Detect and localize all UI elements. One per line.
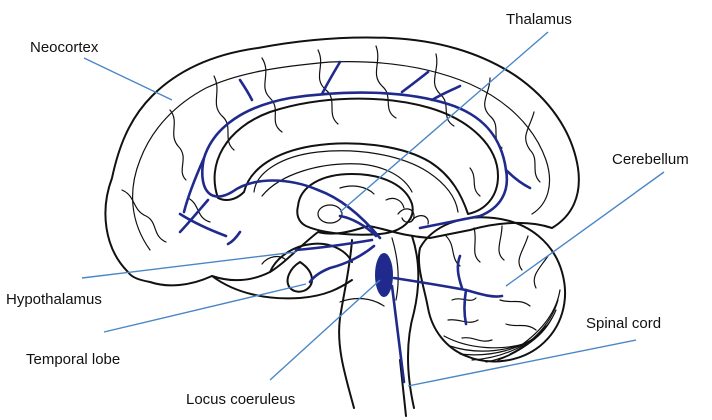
- thalamus-detail: [386, 198, 404, 208]
- pathway-arc-main: [202, 93, 507, 238]
- corpus-callosum: [215, 99, 498, 214]
- sulcus-line: [170, 110, 186, 180]
- pathway-cerebellum-upper: [458, 256, 462, 288]
- cerebellum-folia: [462, 338, 492, 341]
- cerebellum-folia: [519, 236, 528, 270]
- label-neocortex: Neocortex: [30, 39, 99, 56]
- sulcus-line: [122, 190, 166, 242]
- leader-temporal-lobe: [104, 284, 306, 332]
- cerebellum-folia: [448, 320, 478, 323]
- label-temporal-lobe: Temporal lobe: [26, 351, 120, 368]
- label-hypothalamus: Hypothalamus: [6, 291, 102, 308]
- pathway-branch-occipital: [506, 170, 530, 188]
- cerebellum-striation: [520, 290, 560, 346]
- pathway-branch-orbital: [228, 232, 240, 244]
- cerebellum-folia: [506, 324, 536, 330]
- pathway-branch-up-2: [322, 62, 340, 94]
- thalamus-body: [297, 174, 412, 235]
- pathway-cerebellum: [394, 278, 502, 297]
- cerebrum-outline: [105, 37, 578, 285]
- sulcus-line: [526, 112, 540, 182]
- noradrenergic-pathways: [180, 62, 530, 382]
- cerebellum-folia: [474, 228, 480, 262]
- sulcus-line: [318, 50, 338, 124]
- sulcus-line: [376, 46, 396, 118]
- cerebellum-folia: [500, 300, 530, 306]
- label-locus-coeruleus: Locus coeruleus: [186, 391, 295, 408]
- label-thalamus: Thalamus: [506, 11, 572, 28]
- pathway-cerebellum-lower: [465, 290, 467, 324]
- leader-neocortex: [84, 58, 172, 100]
- cerebellum-striation: [444, 336, 524, 348]
- leader-lines: [82, 32, 664, 386]
- thalamus-nucleus: [318, 205, 342, 223]
- cerebellum-folia: [499, 226, 504, 260]
- sulcus-line: [470, 168, 480, 196]
- pathway-branch-up-3: [402, 72, 428, 92]
- brainstem-back: [408, 236, 418, 408]
- pons-curve: [340, 299, 384, 306]
- label-spinal-cord: Spinal cord: [586, 315, 661, 332]
- labels: Neocortex Thalamus Cerebellum Hypothalam…: [6, 11, 689, 408]
- label-cerebellum: Cerebellum: [612, 151, 689, 168]
- pathway-branch-up-1: [240, 80, 252, 100]
- locus-coeruleus-nucleus: [375, 253, 393, 297]
- sulcus-line: [214, 76, 234, 150]
- leader-locus-coeruleus: [270, 280, 380, 380]
- pathway-spinal: [392, 286, 404, 382]
- cerebellum-striation: [486, 318, 552, 362]
